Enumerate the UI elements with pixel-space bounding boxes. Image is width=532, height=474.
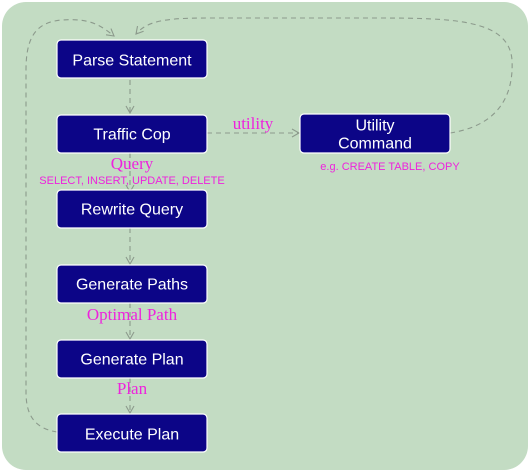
node-rewrite-query-label: Rewrite Query: [81, 202, 183, 219]
label-query: Query: [111, 154, 154, 173]
node-traffic-cop-label: Traffic Cop: [93, 127, 170, 144]
node-generate-paths: Generate Paths: [56, 264, 208, 304]
label-query-examples: SELECT, INSERT, UPDATE, DELETE: [39, 175, 224, 187]
node-utility-command-label-line1: Utility: [355, 118, 394, 135]
node-utility-command: Utility Command: [299, 113, 451, 154]
node-execute-plan-label: Execute Plan: [85, 427, 179, 444]
node-parse-statement-box: [56, 39, 208, 79]
node-traffic-cop-box: [56, 114, 208, 154]
node-generate-paths-box: [56, 264, 208, 304]
node-utility-command-box: [299, 113, 451, 154]
node-generate-plan-box: [56, 339, 208, 379]
edges: [25, 17, 513, 433]
label-optimal-path: Optimal Path: [87, 305, 178, 324]
node-execute-plan-box: [56, 413, 208, 453]
label-utility-examples: e.g. CREATE TABLE, COPY: [320, 161, 460, 173]
node-rewrite-query-box: [56, 189, 208, 229]
node-generate-paths-label: Generate Paths: [76, 277, 188, 294]
edge-execute-to-parse: [25, 19, 115, 433]
node-rewrite-query: Rewrite Query: [56, 189, 208, 229]
label-plan: Plan: [117, 379, 148, 398]
node-utility-command-label-line2: Command: [338, 136, 412, 153]
label-utility: utility: [233, 114, 274, 133]
node-parse-statement: Parse Statement: [56, 39, 208, 79]
node-generate-plan: Generate Plan: [56, 339, 208, 379]
node-parse-statement-label: Parse Statement: [72, 53, 192, 70]
node-execute-plan: Execute Plan: [56, 413, 208, 453]
node-traffic-cop: Traffic Cop: [56, 114, 208, 154]
node-generate-plan-label: Generate Plan: [80, 352, 183, 369]
